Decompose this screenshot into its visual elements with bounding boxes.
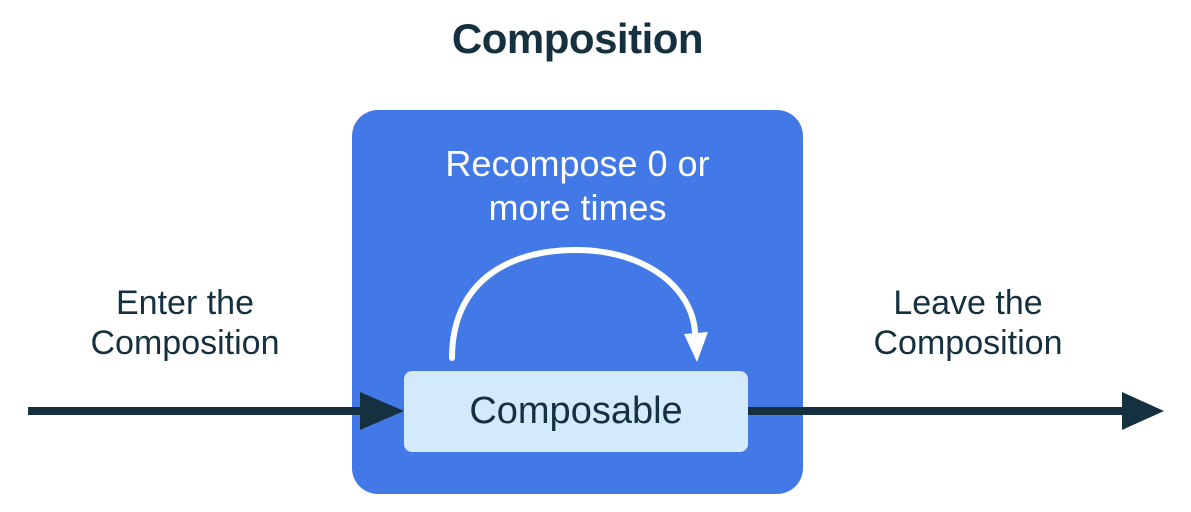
recompose-label: Recompose 0 or more times bbox=[445, 143, 710, 228]
page-title: Composition bbox=[451, 15, 704, 62]
leave-arrow-icon bbox=[748, 392, 1164, 430]
enter-composition-label: Enter the Composition bbox=[90, 284, 280, 362]
composable-label: Composable bbox=[469, 390, 683, 432]
enter-arrow-icon bbox=[28, 392, 404, 430]
composable-box: Composable bbox=[404, 371, 748, 452]
composition-box: Recompose 0 or more times Composable bbox=[352, 110, 803, 494]
recompose-arrow-icon bbox=[449, 246, 708, 362]
leave-composition-label: Leave the Composition bbox=[873, 284, 1063, 362]
